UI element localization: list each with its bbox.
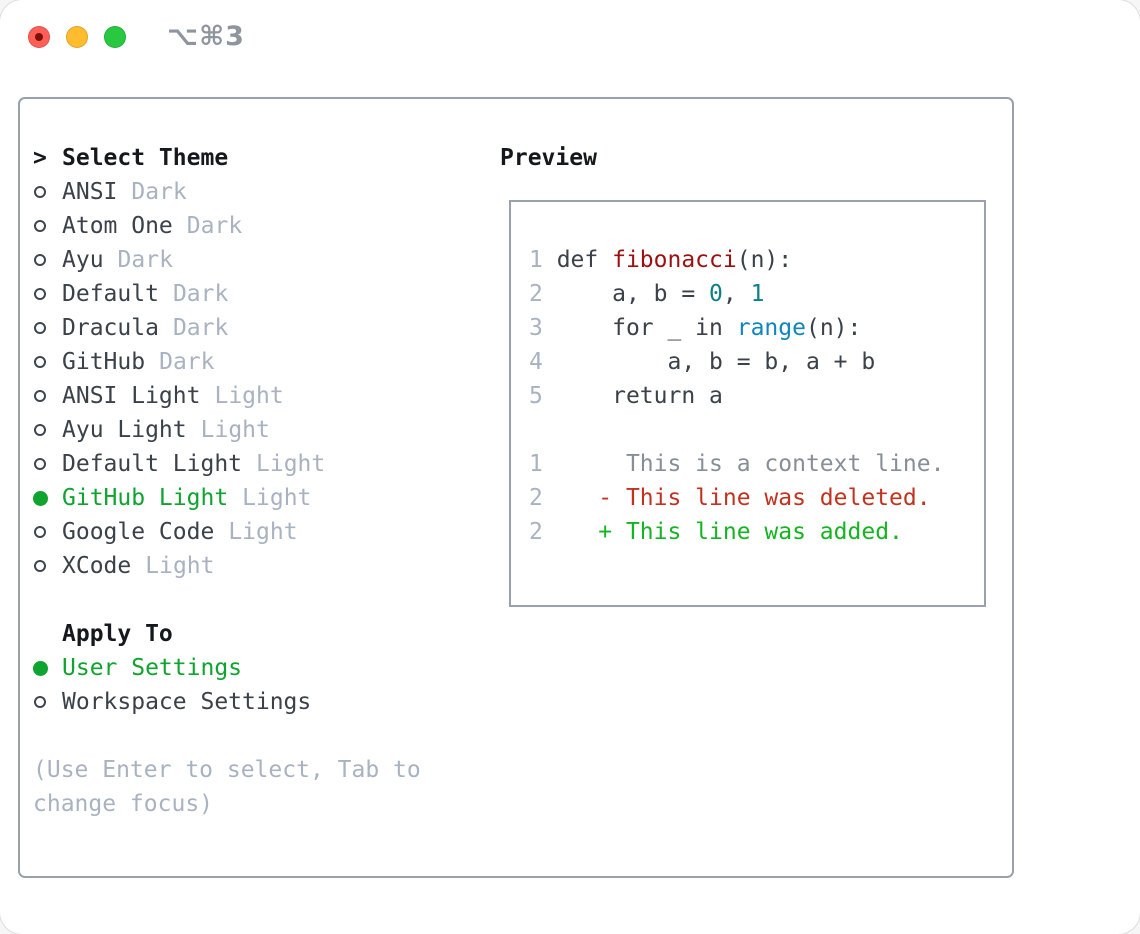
apply-option-user-settings[interactable]: User Settings [33,651,483,685]
code-line-6 [529,413,984,447]
theme-name: Dracula [62,315,159,341]
theme-option-atom-one[interactable]: Atom One Dark [33,209,483,243]
theme-name: Default [62,281,159,307]
radio-unselected-icon [33,288,62,300]
spacer-row [33,719,483,753]
close-button[interactable] [28,26,50,48]
theme-variant: Light [145,553,215,579]
radio-unselected-icon [33,424,62,436]
radio-unselected-icon [33,526,62,538]
apply-option-label: User Settings [62,655,243,681]
select-theme-title: Select Theme [62,145,229,171]
radio-unselected-icon [33,254,62,266]
theme-name: ANSI Light [62,383,201,409]
theme-variant: Light [242,485,312,511]
cursor-indicator: > [33,141,62,175]
theme-name: Default Light [62,451,243,477]
theme-option-default-light[interactable]: Default Light Light [33,447,483,481]
radio-selected-icon [33,490,62,506]
code-line-8: 2 - This line was deleted. [529,485,931,511]
theme-option-github[interactable]: GitHub Dark [33,345,483,379]
radio-unselected-icon [33,696,62,708]
apply-option-workspace-settings[interactable]: Workspace Settings [33,685,483,719]
theme-option-ansi[interactable]: ANSI Dark [33,175,483,209]
theme-variant: Dark [186,213,243,239]
code-line-4: 4 a, b = b, a + b [529,349,876,375]
radio-unselected-icon [33,390,62,402]
select-theme-header: > Select Theme [33,141,483,175]
radio-unselected-icon [33,220,62,232]
window-title: ⌥⌘3 [167,21,245,52]
theme-name: GitHub Light [62,485,229,511]
theme-option-default[interactable]: Default Dark [33,277,483,311]
titlebar: ⌥⌘3 [0,0,1140,75]
theme-variant: Light [200,417,270,443]
theme-variant: Dark [117,247,173,273]
theme-option-google-code[interactable]: Google Code Light [33,515,483,549]
theme-option-ayu[interactable]: Ayu Dark [33,243,483,277]
theme-variant: Dark [172,315,229,341]
theme-option-xcode[interactable]: XCode Light [33,549,483,583]
close-dot-icon [35,33,43,41]
radio-unselected-icon [33,322,62,334]
theme-name: Ayu Light [62,417,187,443]
theme-variant: Light [256,451,326,477]
radio-unselected-icon [33,186,62,198]
code-line-9: 2 + This line was added. [529,519,903,545]
zoom-button[interactable] [104,26,126,48]
code-line-2: 2 a, b = 0, 1 [529,281,765,307]
theme-variant: Dark [131,179,187,205]
theme-option-github-light[interactable]: GitHub Light Light [33,481,483,515]
apply-option-label: Workspace Settings [62,689,312,715]
radio-unselected-icon [33,356,62,368]
theme-variant: Light [228,519,298,545]
code-line-3: 3 for _ in range(n): [529,315,862,341]
theme-option-ansi-light[interactable]: ANSI Light Light [33,379,483,413]
spacer-row [33,583,483,617]
theme-name: Google Code [62,519,215,545]
code-line-1: 1 def fibonacci(n): [529,247,793,273]
hint-line-1: (Use Enter to select, Tab to [33,757,421,783]
radio-unselected-icon [33,560,62,572]
preview-box: 1 def fibonacci(n): 2 a, b = 0, 1 3 for _ … [509,200,986,607]
cursor-glyph: > [33,145,47,171]
theme-name: Ayu [62,247,104,273]
theme-name: ANSI [62,179,118,205]
theme-variant: Dark [172,281,229,307]
hint-line-2: change focus) [33,791,214,817]
code-line-5: 5 return a [529,383,723,409]
radio-selected-icon [33,660,62,676]
preview-title: Preview [500,145,597,171]
apply-to-title: Apply To [62,621,173,647]
theme-name: GitHub [62,349,146,375]
minimize-button[interactable] [66,26,88,48]
code-line-7: 1 This is a context line. [529,451,945,477]
theme-name: XCode [62,553,132,579]
apply-to-header: Apply To [33,617,483,651]
hint-text: (Use Enter to select, Tab to change focu… [33,753,483,821]
radio-unselected-icon [33,458,62,470]
theme-name: Atom One [62,213,173,239]
theme-option-dracula[interactable]: Dracula Dark [33,311,483,345]
code-lines: 1 def fibonacci(n): 2 a, b = 0, 1 3 for _ … [511,202,984,549]
theme-variant: Dark [159,349,215,375]
theme-variant: Light [214,383,284,409]
theme-option-ayu-light[interactable]: Ayu Light Light [33,413,483,447]
